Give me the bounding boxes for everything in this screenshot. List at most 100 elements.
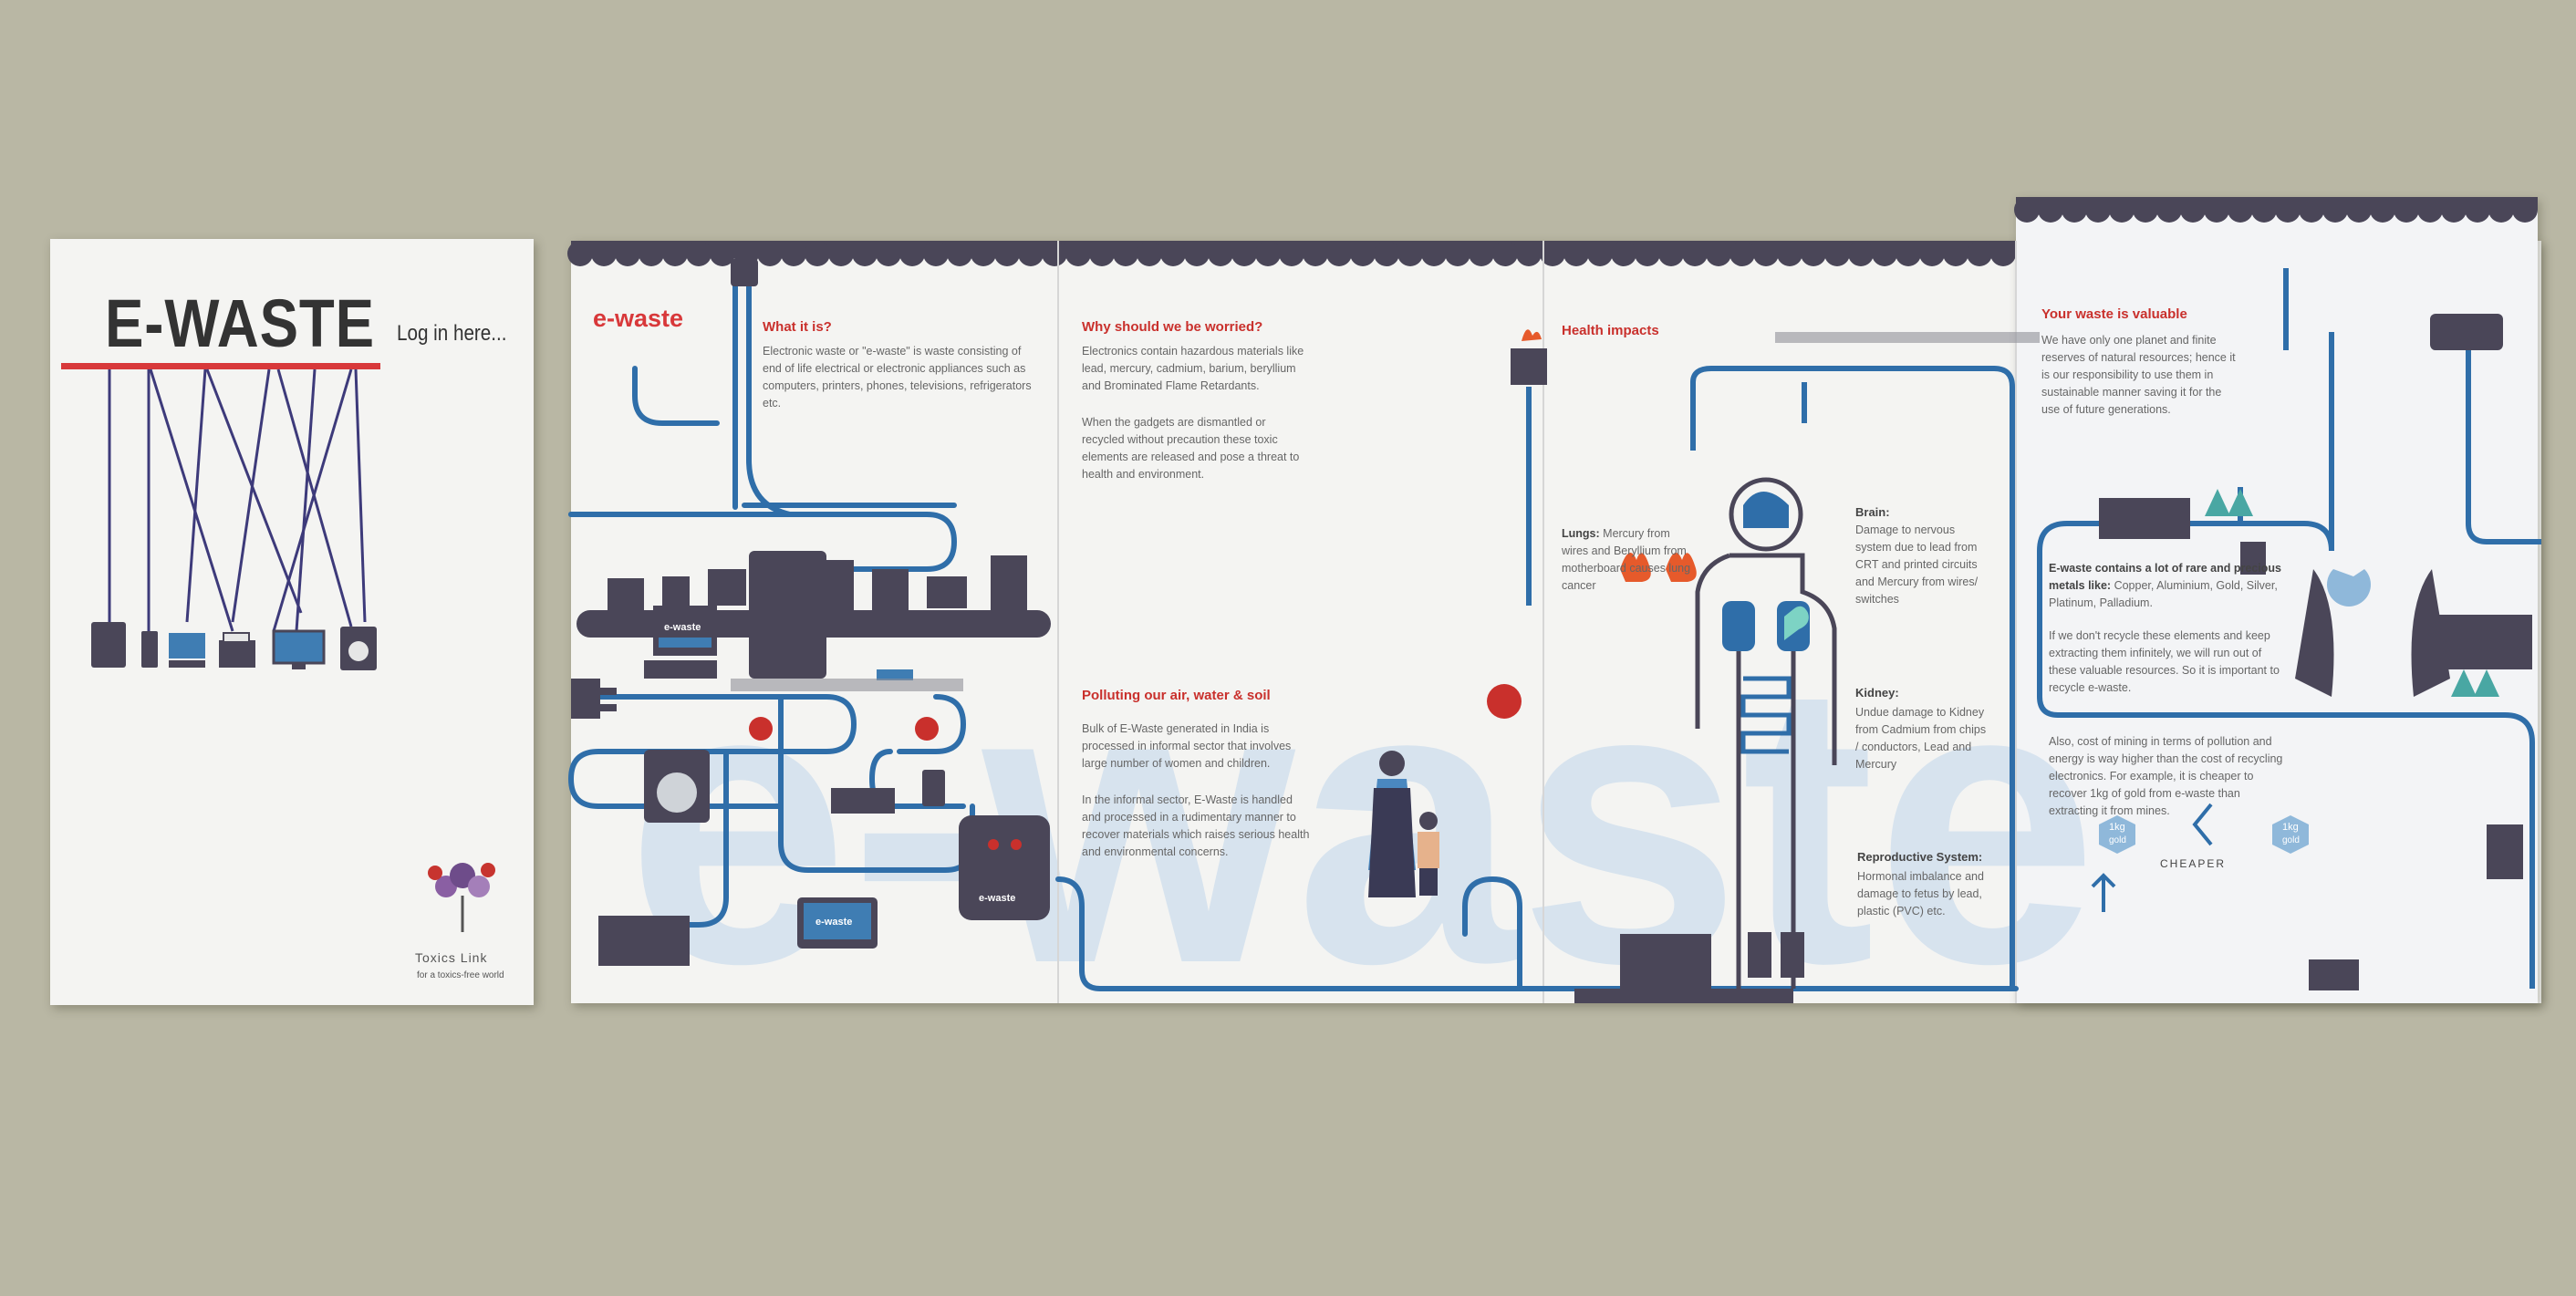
cloud-scallop bbox=[1872, 241, 1897, 266]
cloud-scallop bbox=[1943, 241, 1968, 266]
cloud-scallop bbox=[1303, 241, 1328, 266]
kidney-text: Undue damage to Kidney from Cadmium from… bbox=[1855, 706, 1987, 771]
cloud-scallop bbox=[1635, 241, 1660, 266]
strip-illustrations: e-waste bbox=[567, 197, 2541, 1047]
lungs-text: Mercury from wires and Beryllium from mo… bbox=[1562, 527, 1691, 592]
cloud-scallop bbox=[710, 241, 735, 266]
cloud-scallop bbox=[686, 241, 712, 266]
cloud-scallop bbox=[1255, 241, 1281, 266]
cloud-scallop bbox=[1089, 241, 1115, 266]
cloud-scallop bbox=[1896, 241, 1921, 266]
brochure-inner-strip: e-waste bbox=[567, 197, 2541, 1047]
cloud-scallop bbox=[1658, 241, 1684, 266]
panel1-text: Electronic waste or "e-waste" is waste c… bbox=[763, 345, 1032, 410]
panel3-lungs: Lungs: Mercury from wires and Beryllium … bbox=[1562, 525, 1694, 595]
panel2-text-hazardous: Electronics contain hazardous materials … bbox=[1082, 345, 1304, 392]
cloud-scallop bbox=[1065, 241, 1091, 266]
cloud-scallop bbox=[1919, 241, 1945, 266]
cloud-scallop bbox=[781, 241, 806, 266]
panel1-logo: e-waste bbox=[593, 305, 684, 332]
cover-red-bar bbox=[61, 363, 380, 369]
cloud-scallop bbox=[567, 241, 593, 266]
cloud-scallop bbox=[1397, 241, 1423, 266]
cloud-scallop bbox=[1469, 241, 1494, 266]
panel2-text-rudimentary: In the informal sector, E-Waste is handl… bbox=[1082, 793, 1310, 858]
panel2-text-threat: When the gadgets are dismantled or recyc… bbox=[1082, 416, 1300, 481]
lungs-label: Lungs: bbox=[1562, 527, 1600, 540]
cloud-scallop bbox=[1801, 241, 1826, 266]
panel3-heading: Health impacts bbox=[1562, 323, 1659, 338]
cheaper-label: CHEAPER bbox=[2160, 857, 2227, 870]
panel2-text-informal: Bulk of E-Waste generated in India is pr… bbox=[1082, 722, 1292, 770]
brain-text: Damage to nervous system due to lead fro… bbox=[1855, 524, 1979, 606]
cloud-scallop bbox=[994, 241, 1020, 266]
panel2-heading-worried: Why should we be worried? bbox=[1082, 319, 1263, 335]
cloud-scallop bbox=[591, 241, 617, 266]
cover-title: E-WASTE bbox=[105, 285, 375, 361]
cloud-scallop bbox=[899, 241, 925, 266]
cloud-scallop bbox=[1563, 241, 1589, 266]
cloud-scallop bbox=[615, 241, 640, 266]
panel1-box-label: e-waste bbox=[979, 893, 1016, 904]
svg-text:e-waste: e-waste bbox=[626, 599, 2098, 1047]
cloud-scallop bbox=[1611, 241, 1636, 266]
repro-text: Hormonal imbalance and damage to fetus b… bbox=[1857, 870, 1984, 918]
cloud-scallop bbox=[1231, 241, 1257, 266]
cloud-band-right bbox=[2016, 197, 2538, 210]
cloud-scallop bbox=[639, 241, 664, 266]
gold-badge-1-b: gold bbox=[2109, 835, 2126, 845]
metals-text: Copper, Aluminium, Gold, Silver, Platinu… bbox=[2049, 579, 2278, 609]
cloud-scallop bbox=[1824, 241, 1850, 266]
cloud-scallop bbox=[1421, 241, 1447, 266]
kidney-label: Kidney: bbox=[1855, 686, 1899, 700]
cloud-scallop bbox=[1445, 241, 1470, 266]
brain-label: Brain: bbox=[1855, 505, 1890, 519]
panel2-heading-polluting: Polluting our air, water & soil bbox=[1082, 688, 1271, 703]
cloud-scallop bbox=[1729, 241, 1755, 266]
cover-org-tagline: for a toxics-free world bbox=[417, 970, 504, 980]
cloud-scallop bbox=[1587, 241, 1613, 266]
gold-badge-1-a: 1kg bbox=[2109, 822, 2125, 833]
panel1-tv-label: e-waste bbox=[815, 917, 853, 928]
cover-device-cables-illustration bbox=[91, 368, 495, 932]
cloud-scallop bbox=[828, 241, 854, 266]
panel4-heading: Your waste is valuable bbox=[2041, 306, 2187, 322]
cover-org-name: Toxics Link bbox=[415, 950, 488, 965]
gold-badge-2-b: gold bbox=[2282, 835, 2300, 845]
cloud-scallop bbox=[662, 241, 688, 266]
panel4-text-planet: We have only one planet and finite reser… bbox=[2041, 334, 2236, 416]
cloud-scallop bbox=[1137, 241, 1162, 266]
cloud-scallop bbox=[1279, 241, 1304, 266]
cloud-scallop bbox=[1516, 241, 1542, 266]
cloud-scallop bbox=[1777, 241, 1802, 266]
cloud-scallop bbox=[1326, 241, 1352, 266]
brochure-cover: E-WASTE Log in here... bbox=[50, 239, 534, 1005]
cloud-scallop bbox=[1018, 241, 1044, 266]
cloud-scallop bbox=[1848, 241, 1874, 266]
cloud-scallop bbox=[1113, 241, 1138, 266]
cloud-scallop bbox=[1374, 241, 1399, 266]
cloud-scallop bbox=[876, 241, 901, 266]
cloud-scallop bbox=[1753, 241, 1779, 266]
cloud-scallop bbox=[1990, 241, 2016, 266]
cloud-scallop bbox=[1967, 241, 1992, 266]
cover-login-text: Log in here... bbox=[397, 321, 507, 346]
cloud-scallop bbox=[1540, 241, 1565, 266]
repro-label: Reproductive System: bbox=[1857, 850, 1983, 864]
gold-badge-2-a: 1kg bbox=[2282, 822, 2299, 833]
cloud-scallop bbox=[947, 241, 972, 266]
panel4-metals: E-waste contains a lot of rare and preci… bbox=[2049, 560, 2286, 612]
cloud-scallop bbox=[1492, 241, 1518, 266]
panel4-text-mining: Also, cost of mining in terms of polluti… bbox=[2049, 735, 2283, 817]
panel1-monitor-label: e-waste bbox=[664, 622, 701, 633]
panel4-text-recycle: If we don't recycle these elements and k… bbox=[2049, 629, 2280, 694]
cloud-scallop bbox=[1208, 241, 1233, 266]
cloud-scallop bbox=[1706, 241, 1731, 266]
metals-label: E-waste contains a lot of rare and preci… bbox=[2049, 562, 2281, 592]
cloud-scallop bbox=[1350, 241, 1376, 266]
cloud-scallop bbox=[852, 241, 878, 266]
cloud-scallop bbox=[1682, 241, 1708, 266]
cloud-scallop bbox=[805, 241, 830, 266]
cloud-scallop bbox=[1184, 241, 1210, 266]
